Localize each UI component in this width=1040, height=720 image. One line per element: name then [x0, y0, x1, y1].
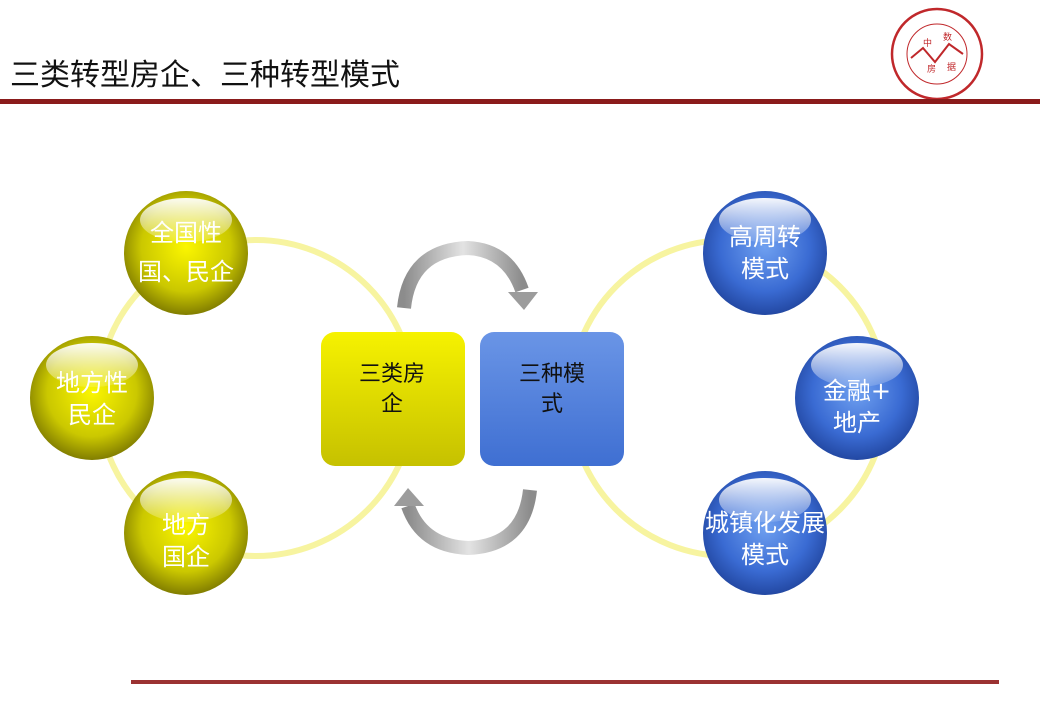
logo-char-3: 房 [927, 63, 936, 75]
cycle-arrow-bottom-head [394, 488, 424, 506]
footer-divider [131, 680, 999, 684]
left-node-2-line-2: 民企 [68, 401, 116, 429]
box-transformation-modes [480, 332, 624, 466]
left-node-3 [124, 471, 248, 595]
left-node-2-line-1: 地方性 [56, 369, 128, 397]
page-title: 三类转型房企、三种转型模式 [10, 58, 400, 93]
box-modes-label: 三种模 式 [490, 360, 614, 420]
logo-char-2: 数 [943, 31, 952, 43]
box-housing-enterprises-label: 三类房 企 [330, 360, 454, 420]
box-housing-enterprises [321, 332, 465, 466]
left-node-1-label: 全国性 国、民企 [124, 210, 248, 300]
right-node-2-line-1: 金融+ [822, 377, 892, 405]
cycle-arrow-top [397, 240, 529, 309]
logo-char-4: 据 [947, 61, 956, 73]
left-node-3-line-1: 地方 [162, 511, 210, 539]
left-node-1-line-2: 国、民企 [138, 258, 234, 286]
logo-char-1: 中 [923, 37, 932, 49]
title-divider [0, 99, 1040, 104]
right-node-3-line-1: 城镇化发展 [705, 509, 825, 537]
cycle-arrow-bottom [401, 489, 537, 556]
left-node-3-label: 地方 国企 [124, 506, 248, 576]
box-housing-line-2: 企 [380, 392, 403, 417]
box-modes-line-1: 三种模 [518, 362, 585, 387]
left-node-2-label: 地方性 民企 [30, 360, 154, 438]
box-modes-line-2: 式 [540, 392, 563, 417]
right-node-1-label: 高周转 模式 [703, 220, 827, 286]
left-node-2 [30, 336, 154, 460]
right-node-2-label: 金融+ 地产 [795, 374, 919, 440]
box-housing-line-1: 三类房 [358, 362, 425, 387]
right-node-1-line-1: 高周转 [729, 223, 801, 251]
left-node-1-line-1: 全国性 [150, 219, 222, 247]
right-node-3 [703, 471, 827, 595]
left-node-1 [124, 191, 248, 315]
right-node-2-line-2: 地产 [833, 409, 881, 437]
right-node-2 [795, 336, 919, 460]
left-node-3-line-2: 国企 [162, 543, 210, 571]
right-node-1-line-2: 模式 [741, 255, 789, 283]
right-node-3-label: 城镇化发展 模式 [693, 506, 837, 572]
right-node-3-line-2: 模式 [741, 541, 789, 569]
right-node-1 [703, 191, 827, 315]
cycle-arrow-top-head [508, 292, 538, 310]
